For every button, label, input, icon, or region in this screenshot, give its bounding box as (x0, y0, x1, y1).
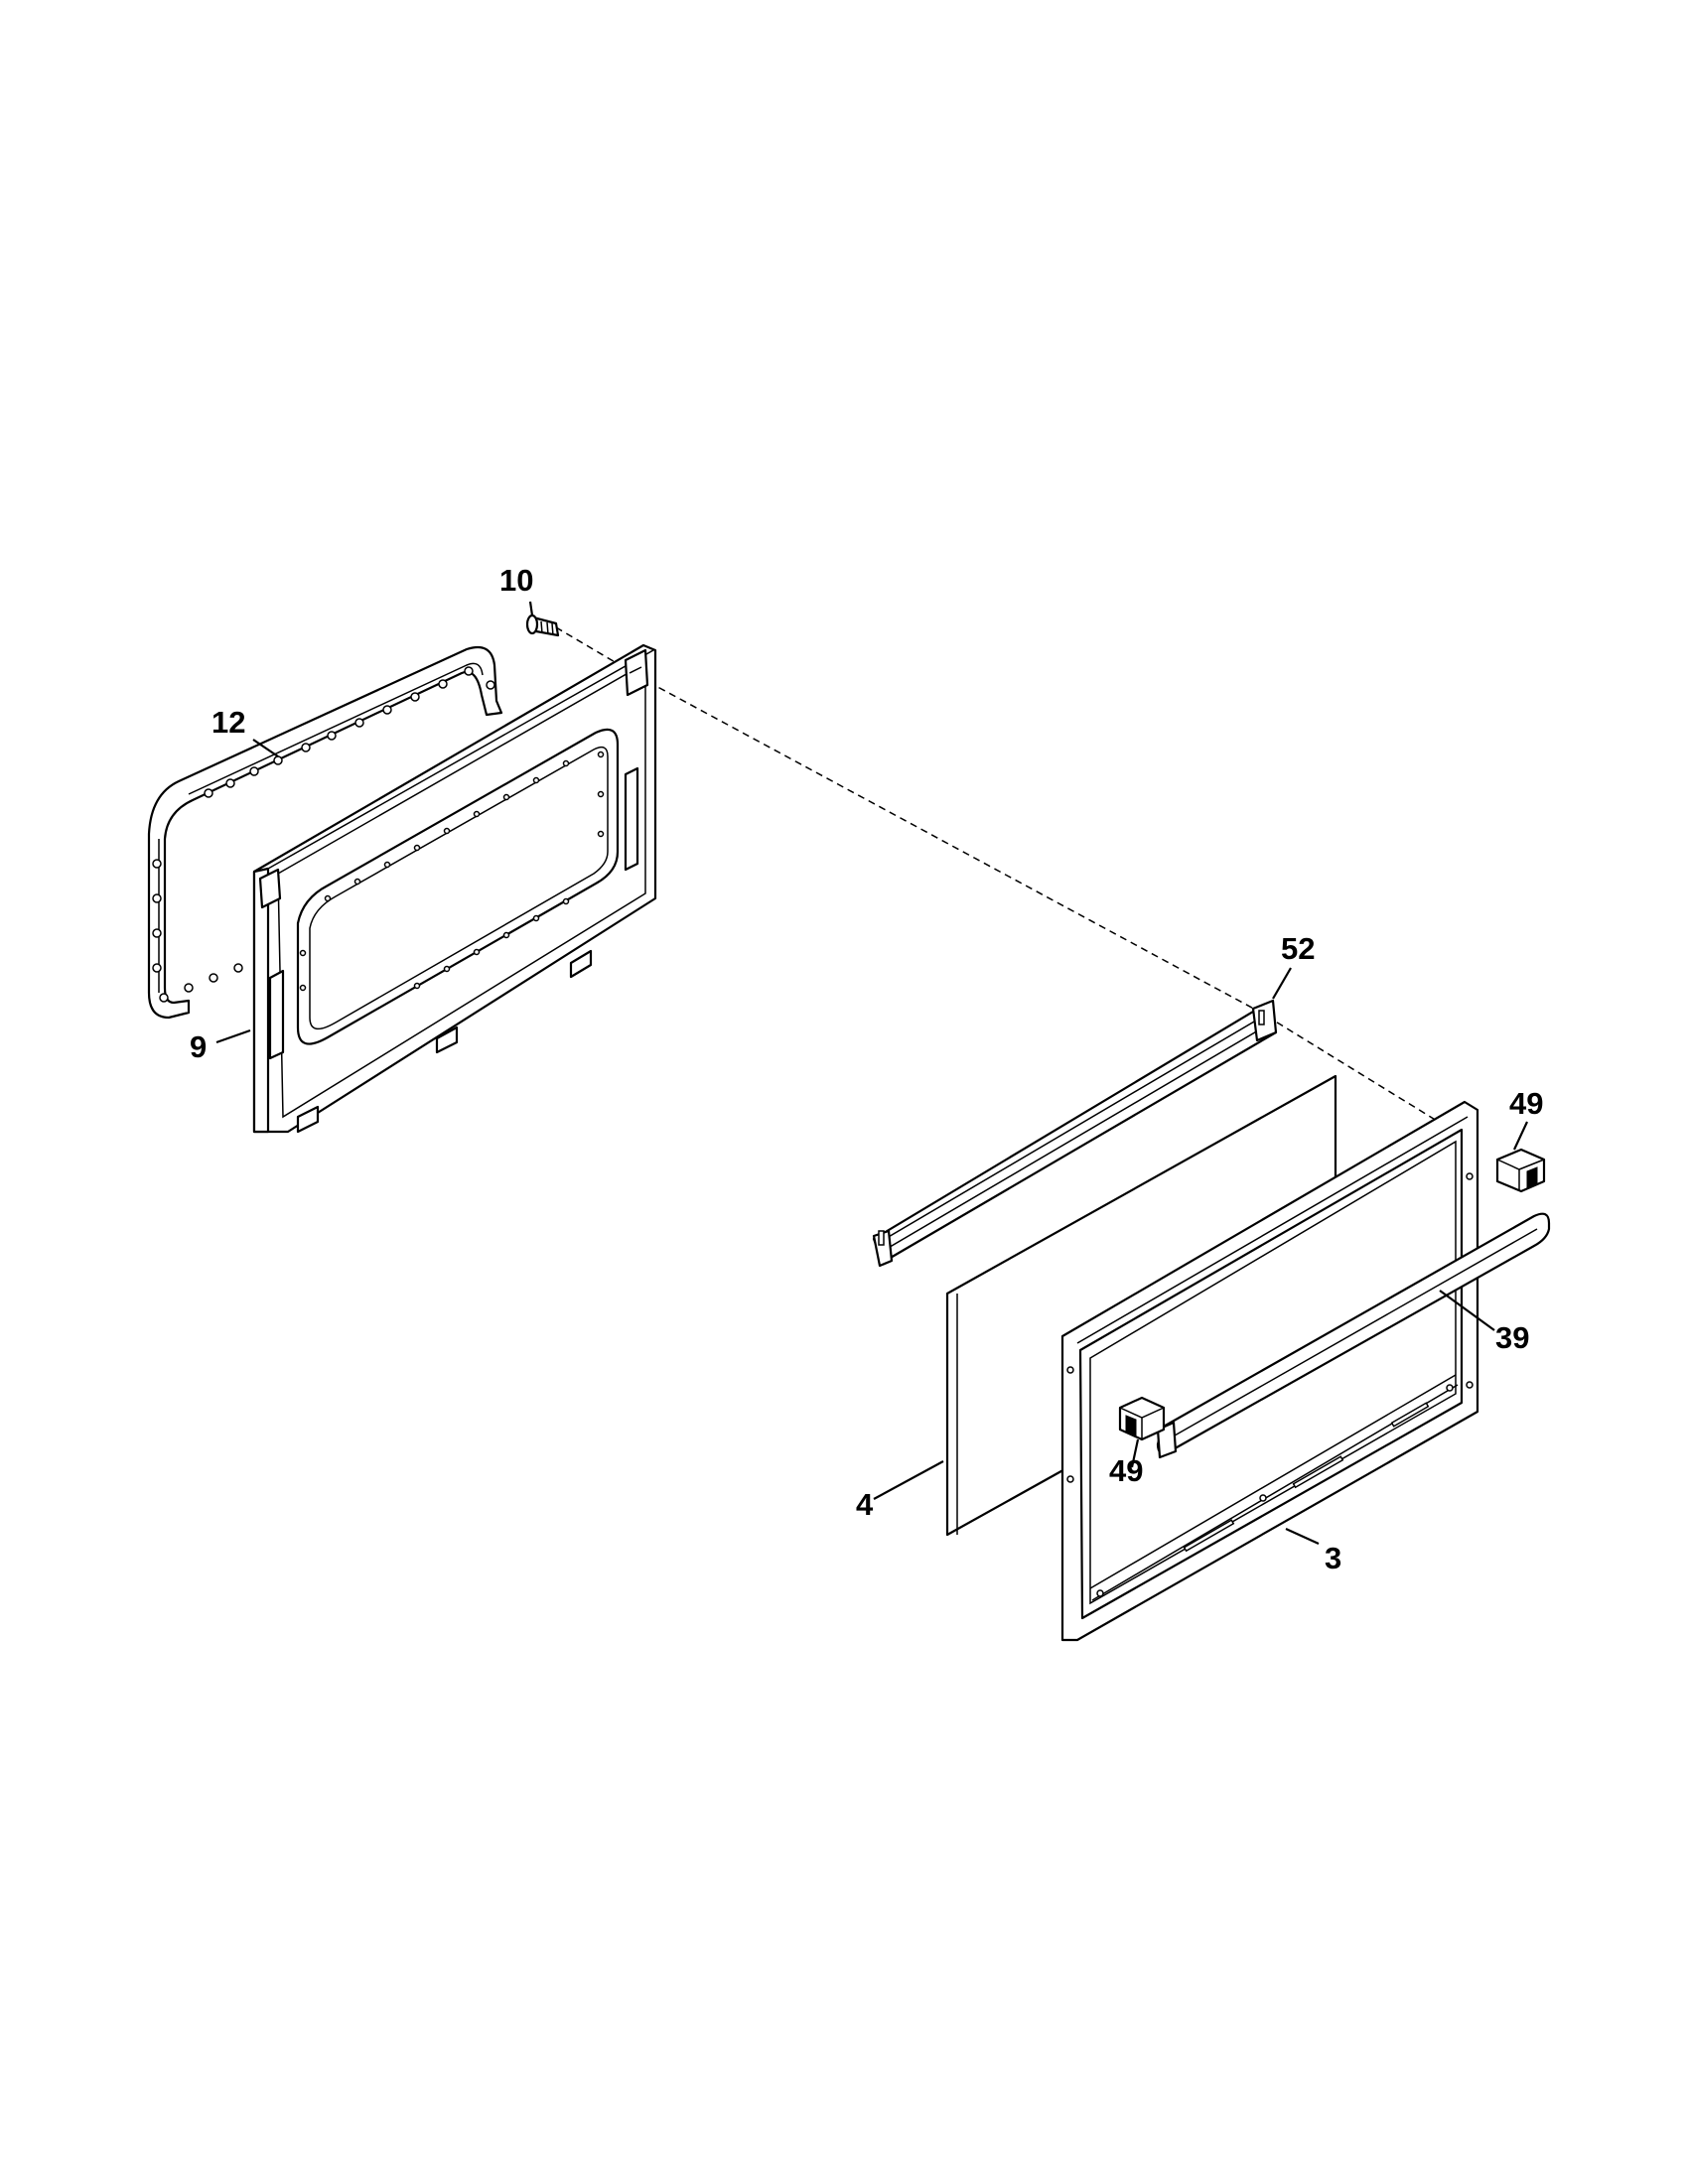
callout-52: 52 (1281, 931, 1316, 966)
leader-4 (873, 1460, 944, 1500)
callout-39: 39 (1495, 1320, 1530, 1355)
handle-end-cap-49-top (1495, 1148, 1546, 1193)
panel-screw-holes (299, 751, 605, 992)
leader-49-bottom (1130, 1438, 1140, 1468)
leader-9 (215, 1028, 251, 1044)
callout-49-top: 49 (1509, 1086, 1544, 1121)
callout-4: 4 (856, 1487, 874, 1522)
callout-49-bottom: 49 (1109, 1453, 1144, 1488)
callout-10: 10 (499, 563, 534, 598)
leader-39 (1439, 1290, 1495, 1331)
screw-10 (525, 614, 560, 637)
callout-9: 9 (190, 1029, 208, 1064)
callout-3: 3 (1325, 1541, 1342, 1575)
inner-door-panel-9 (252, 643, 657, 1134)
leader-lines (215, 601, 1528, 1546)
leader-52 (1272, 967, 1292, 1000)
callout-12: 12 (211, 705, 246, 740)
assembly-dashed-line (555, 626, 1456, 1133)
handle-end-cap-49-bottom (1118, 1396, 1166, 1441)
leader-10 (528, 601, 534, 616)
door-top-trim-52 (872, 999, 1278, 1268)
leader-49-top (1513, 1121, 1528, 1151)
door-handle-bar-39 (1156, 1212, 1551, 1459)
leader-3 (1285, 1527, 1320, 1546)
gasket-clips (152, 666, 495, 1003)
door-gasket-12 (147, 645, 503, 1020)
leader-12 (252, 739, 279, 757)
